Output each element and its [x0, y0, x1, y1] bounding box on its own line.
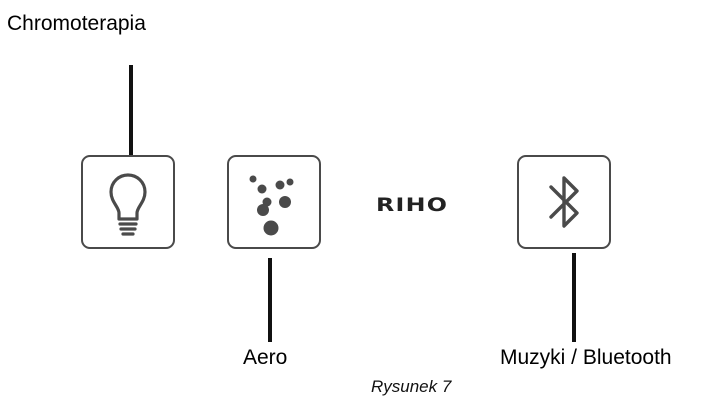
chromotherapy-button[interactable] — [81, 155, 175, 249]
chromotherapy-label: Chromoterapia — [7, 12, 146, 35]
aero-button[interactable] — [227, 155, 321, 249]
lightbulb-icon — [109, 173, 147, 236]
riho-logo: RIHO — [376, 194, 449, 216]
bubbles-icon — [249, 175, 294, 236]
music-bluetooth-label: Muzyki / Bluetooth — [500, 346, 672, 369]
aero-label: Aero — [243, 346, 288, 369]
bluetooth-button[interactable] — [517, 155, 611, 249]
music-leader-line — [572, 253, 576, 342]
chromotherapy-leader-line — [129, 65, 133, 157]
aero-leader-line — [268, 258, 272, 342]
figure-caption: Rysunek 7 — [371, 377, 452, 396]
bluetooth-icon — [549, 176, 579, 228]
